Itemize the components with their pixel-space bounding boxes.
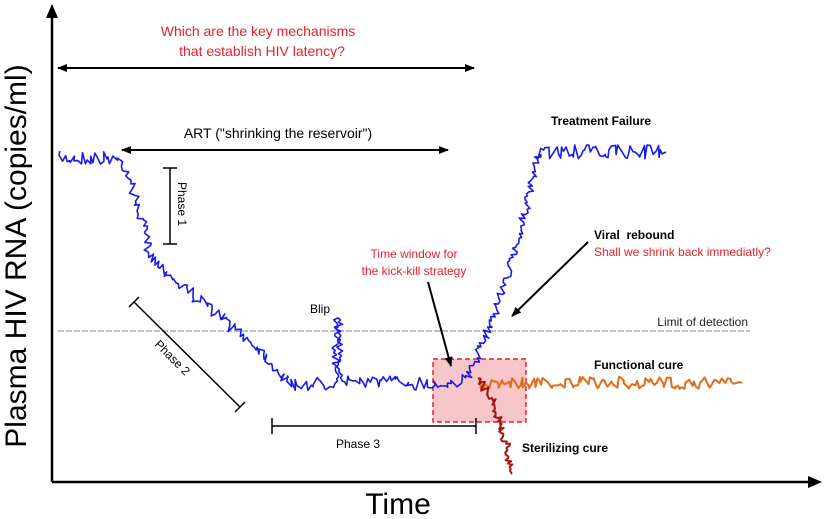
x-axis-label: Time xyxy=(365,488,431,519)
blip-label: Blip xyxy=(310,302,330,316)
art-label: ART ("shrinking the reservoir") xyxy=(184,125,372,141)
viral-load-curve xyxy=(58,144,667,392)
time-window-line-2: the kick-kill strategy xyxy=(362,264,467,278)
treatment-failure-label: Treatment Failure xyxy=(551,114,651,128)
question-line-1: Which are the key mechanisms xyxy=(161,23,356,39)
phase-2-bracket xyxy=(128,296,246,413)
question-line-2: that establish HIV latency? xyxy=(179,43,345,59)
axes xyxy=(46,4,822,488)
limit-of-detection-label: Limit of detection xyxy=(657,315,748,329)
time-window-line-1: Time window for xyxy=(371,247,458,261)
phase-3-bracket xyxy=(271,418,477,434)
functional-cure-label: Functional cure xyxy=(594,358,684,372)
phase-1-label: Phase 1 xyxy=(175,182,189,226)
phase-1-bracket xyxy=(163,167,177,245)
sterilizing-cure-label: Sterilizing cure xyxy=(522,441,608,455)
phase-3-label: Phase 3 xyxy=(336,437,380,451)
rebound-question-label: Shall we shrink back immediatly? xyxy=(594,245,771,259)
time-window-box xyxy=(432,358,527,423)
time-window-pointer xyxy=(427,281,453,367)
sterilizing-cure-curve xyxy=(477,377,514,475)
y-axis-arrowhead xyxy=(46,4,58,18)
viral-rebound-label: Viral rebound xyxy=(594,228,674,242)
phase-2-label: Phase 2 xyxy=(152,337,193,378)
x-axis-arrowhead xyxy=(808,476,822,488)
viral-rebound-pointer xyxy=(511,241,589,317)
functional-cure-curve xyxy=(477,376,743,390)
y-axis-label: Plasma HIV RNA (copies/ml) xyxy=(0,64,33,447)
